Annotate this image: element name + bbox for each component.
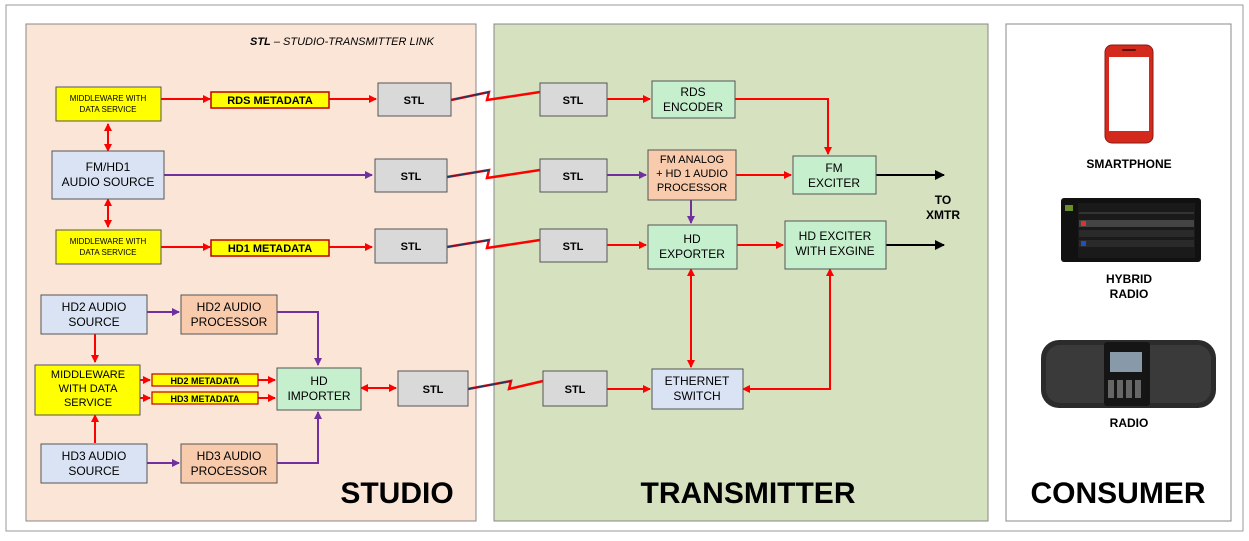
svg-text:ETHERNET: ETHERNET	[665, 374, 730, 388]
svg-text:MIDDLEWARE WITH: MIDDLEWARE WITH	[70, 237, 147, 246]
fm-hd1-audio-source-box: FM/HD1 AUDIO SOURCE	[52, 151, 164, 199]
svg-text:XMTR: XMTR	[926, 208, 960, 222]
fm-analog-hd1-processor-box: FM ANALOG + HD 1 AUDIO PROCESSOR	[648, 150, 736, 200]
svg-text:FM/HD1: FM/HD1	[86, 160, 131, 174]
hd3-metadata-label: HD3 METADATA	[152, 392, 258, 404]
rds-encoder-box: RDS ENCODER	[652, 81, 735, 118]
hd-exciter-box: HD EXCITER WITH EXGINE	[785, 221, 886, 269]
svg-text:HD: HD	[683, 232, 701, 246]
mw-hd23-box: MIDDLEWARE WITH DATA SERVICE	[35, 365, 140, 415]
svg-text:PROCESSOR: PROCESSOR	[191, 315, 268, 329]
hd1-metadata-label: HD1 METADATA	[211, 240, 329, 256]
radio-label: RADIO	[1110, 416, 1149, 430]
svg-text:STL: STL	[404, 95, 425, 107]
svg-text:HD3 AUDIO: HD3 AUDIO	[62, 449, 127, 463]
hd2-audio-source-box: HD2 AUDIO SOURCE	[41, 295, 147, 334]
svg-text:DATA SERVICE: DATA SERVICE	[80, 248, 137, 257]
svg-text:HD2 METADATA: HD2 METADATA	[171, 376, 240, 386]
svg-text:HD EXCITER: HD EXCITER	[799, 229, 872, 243]
hd-exporter-box: HD EXPORTER	[648, 225, 737, 269]
hybrid-radio-icon	[1061, 198, 1201, 262]
svg-text:RDS: RDS	[680, 85, 705, 99]
svg-text:MIDDLEWARE: MIDDLEWARE	[51, 369, 125, 381]
svg-text:HD3 AUDIO: HD3 AUDIO	[197, 449, 262, 463]
svg-text:AUDIO SOURCE: AUDIO SOURCE	[62, 175, 155, 189]
svg-text:WITH DATA: WITH DATA	[59, 383, 119, 395]
studio-title: STUDIO	[340, 477, 453, 510]
tx-stl-4: STL	[543, 371, 607, 406]
svg-text:IMPORTER: IMPORTER	[287, 389, 350, 403]
svg-text:SOURCE: SOURCE	[68, 315, 119, 329]
hybrid-radio-label-line1: HYBRID	[1106, 272, 1152, 286]
mw-rds-box: MIDDLEWARE WITH DATA SERVICE	[56, 87, 161, 121]
ethernet-switch-box: ETHERNET SWITCH	[652, 369, 743, 409]
svg-text:EXCITER: EXCITER	[808, 176, 860, 190]
hd-importer-box: HD IMPORTER	[277, 368, 361, 410]
svg-text:HD2 AUDIO: HD2 AUDIO	[197, 300, 262, 314]
studio-stl-1: STL	[378, 83, 451, 116]
svg-text:FM ANALOG: FM ANALOG	[660, 154, 724, 166]
svg-text:WITH EXGINE: WITH EXGINE	[795, 244, 874, 258]
tx-stl-3: STL	[540, 229, 607, 262]
stl-legend: STL – STUDIO-TRANSMITTER LINK	[250, 36, 435, 48]
studio-stl-3: STL	[375, 229, 447, 263]
svg-text:SOURCE: SOURCE	[68, 464, 119, 478]
mw-hd1-box: MIDDLEWARE WITH DATA SERVICE	[56, 230, 161, 264]
svg-text:SWITCH: SWITCH	[673, 389, 720, 403]
consumer-title: CONSUMER	[1030, 477, 1205, 510]
svg-text:STL: STL	[401, 241, 422, 253]
svg-text:HD1 METADATA: HD1 METADATA	[228, 243, 312, 255]
fm-exciter-box: FM EXCITER	[793, 156, 876, 194]
svg-text:MIDDLEWARE WITH: MIDDLEWARE WITH	[70, 94, 147, 103]
svg-text:STL: STL	[563, 241, 584, 253]
svg-text:PROCESSOR: PROCESSOR	[191, 464, 268, 478]
rds-metadata-label: RDS METADATA	[211, 92, 329, 108]
radio-icon	[1041, 340, 1216, 408]
svg-text:STL: STL	[565, 384, 586, 396]
hybrid-radio-label-line2: RADIO	[1110, 287, 1149, 301]
hd2-audio-processor-box: HD2 AUDIO PROCESSOR	[181, 295, 277, 334]
svg-text:DATA SERVICE: DATA SERVICE	[80, 105, 137, 114]
svg-text:STL: STL	[563, 171, 584, 183]
svg-text:+ HD 1 AUDIO: + HD 1 AUDIO	[656, 168, 728, 180]
svg-text:STL: STL	[401, 171, 422, 183]
svg-text:PROCESSOR: PROCESSOR	[657, 182, 727, 194]
transmitter-title: TRANSMITTER	[641, 477, 856, 510]
svg-text:HD2 AUDIO: HD2 AUDIO	[62, 300, 127, 314]
smartphone-icon	[1105, 45, 1153, 143]
studio-stl-4: STL	[398, 371, 468, 406]
tx-stl-2: STL	[540, 159, 607, 192]
svg-text:ENCODER: ENCODER	[663, 100, 723, 114]
studio-stl-2: STL	[375, 159, 447, 192]
svg-text:EXPORTER: EXPORTER	[659, 247, 725, 261]
hd2-metadata-label: HD2 METADATA	[152, 374, 258, 386]
hd3-audio-processor-box: HD3 AUDIO PROCESSOR	[181, 444, 277, 483]
svg-text:STL: STL	[423, 384, 444, 396]
tx-stl-1: STL	[540, 83, 607, 116]
svg-text:STL: STL	[563, 95, 584, 107]
smartphone-label: SMARTPHONE	[1086, 157, 1171, 171]
hd3-audio-source-box: HD3 AUDIO SOURCE	[41, 444, 147, 483]
svg-text:SERVICE: SERVICE	[64, 397, 112, 409]
svg-text:HD3 METADATA: HD3 METADATA	[171, 394, 240, 404]
svg-text:HD: HD	[310, 374, 328, 388]
svg-text:FM: FM	[825, 161, 842, 175]
svg-text:RDS METADATA: RDS METADATA	[227, 95, 313, 107]
svg-text:TO: TO	[935, 193, 951, 207]
